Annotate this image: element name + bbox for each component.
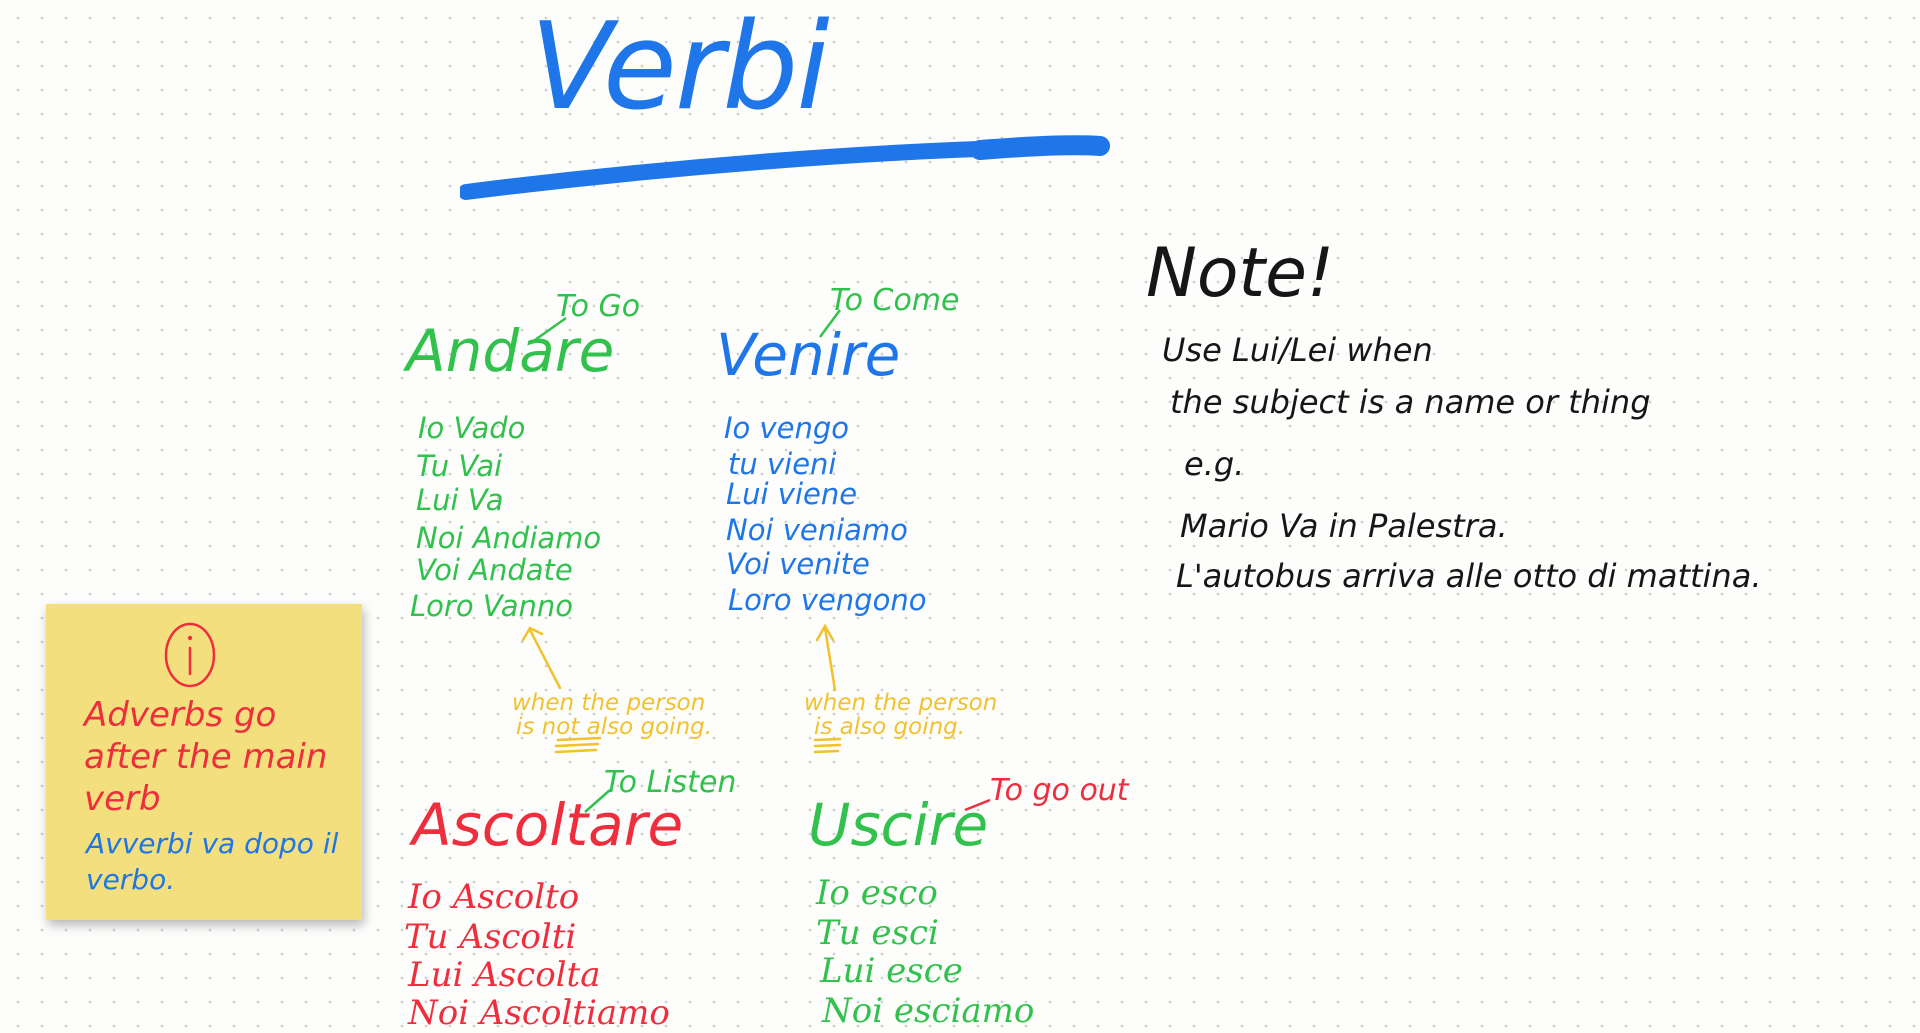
andare-conj-loro: Loro Vanno bbox=[410, 589, 574, 623]
uscire-conj-tu: Tu esci bbox=[816, 913, 939, 953]
note-line-3: e.g. bbox=[1184, 445, 1245, 483]
venire-conj-io: Io vengo bbox=[724, 411, 850, 445]
sticky-italian-text: Avverbi va dopo il verbo. bbox=[86, 827, 339, 896]
venire-conj-tu: tu vieni bbox=[728, 447, 837, 481]
info-circle-icon bbox=[164, 622, 216, 688]
andare-conj-io: Io Vado bbox=[418, 411, 526, 445]
sticky-english-text: Adverbs go after the main verb bbox=[84, 695, 328, 819]
verb-andare-translation: To Go bbox=[556, 289, 641, 324]
venire-note-line-1: when the person bbox=[804, 690, 998, 716]
andare-note-line-2: is not also going. bbox=[516, 714, 713, 740]
andare-note-arrow bbox=[528, 628, 562, 690]
venire-note-line-2: is also going. bbox=[814, 714, 966, 740]
ascoltare-conj-tu: Tu Ascolti bbox=[404, 917, 577, 957]
ascoltare-conj-io: Io Ascolto bbox=[408, 877, 580, 917]
ascoltare-conj-noi: Noi Ascoltiamo bbox=[408, 993, 670, 1033]
venire-conj-noi: Noi veniamo bbox=[726, 513, 908, 547]
andare-conj-tu: Tu Vai bbox=[416, 449, 503, 483]
venire-arrow-head bbox=[815, 623, 835, 642]
venire-note-arrow bbox=[823, 626, 837, 692]
venire-conj-voi: Voi venite bbox=[726, 547, 870, 581]
uscire-conj-lui: Lui esce bbox=[820, 951, 963, 991]
verb-venire-translation: To Come bbox=[830, 283, 960, 318]
verb-ascoltare-translation: To Listen bbox=[604, 765, 737, 800]
note-line-2: the subject is a name or thing bbox=[1170, 383, 1651, 421]
venire-conj-loro: Loro vengono bbox=[728, 583, 927, 617]
venire-conj-lui: Lui viene bbox=[726, 477, 858, 511]
uscire-conj-io: Io esco bbox=[816, 873, 938, 913]
ascoltare-conj-lui: Lui Ascolta bbox=[408, 955, 601, 995]
andare-conj-lui: Lui Va bbox=[416, 483, 504, 517]
note-line-1: Use Lui/Lei when bbox=[1162, 331, 1433, 369]
andare-note-line-1: when the person bbox=[512, 690, 706, 716]
note-line-5: L'autobus arriva alle otto di mattina. bbox=[1176, 557, 1762, 595]
andare-arrow-head bbox=[521, 626, 544, 642]
andare-conj-voi: Voi Andate bbox=[416, 553, 573, 587]
uscire-conj-noi: Noi esciamo bbox=[822, 991, 1035, 1031]
title-underline-stroke bbox=[460, 135, 1110, 200]
andare-conj-noi: Noi Andiamo bbox=[416, 521, 602, 555]
note-line-4: Mario Va in Palestra. bbox=[1180, 507, 1508, 545]
note-heading: Note! bbox=[1146, 234, 1335, 313]
verb-ascoltare-heading: Ascoltare bbox=[412, 791, 684, 859]
sticky-note[interactable]: Adverbs go after the main verb Avverbi v… bbox=[46, 604, 362, 920]
verb-uscire-translation: To go out bbox=[990, 773, 1129, 808]
verb-uscire-heading: Uscire bbox=[808, 791, 989, 859]
verb-andare-heading: Andare bbox=[406, 317, 615, 385]
page-title: Verbi bbox=[530, 0, 830, 137]
verb-venire-heading: Venire bbox=[716, 321, 901, 389]
